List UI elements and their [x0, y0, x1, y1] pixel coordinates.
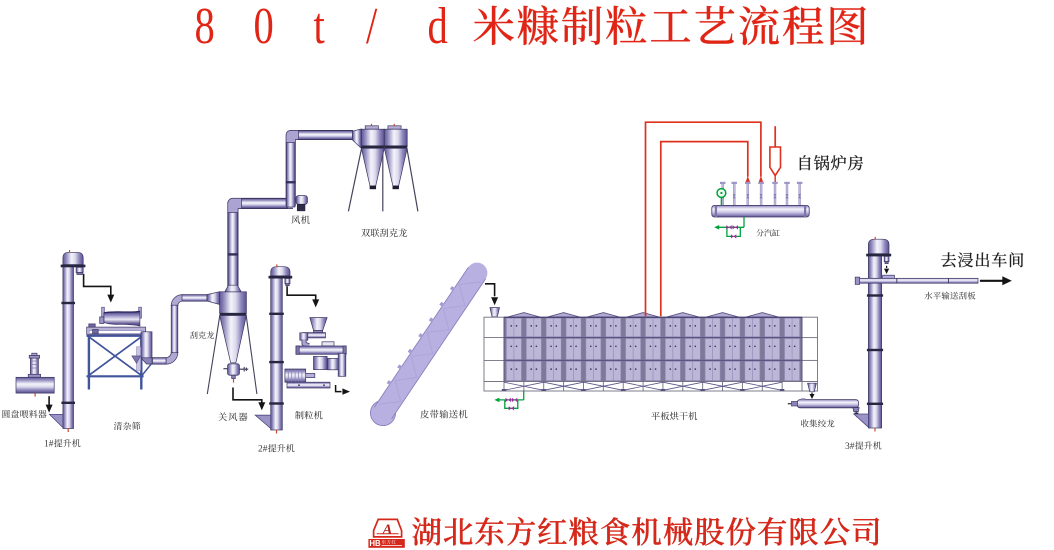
svg-text:3#: 3# — [845, 442, 855, 452]
svg-text:2#: 2# — [258, 445, 268, 455]
svg-text:/: / — [366, 0, 377, 55]
svg-text:0: 0 — [254, 0, 274, 55]
svg-text:t: t — [314, 0, 325, 55]
svg-text:HB: HB — [369, 539, 381, 548]
svg-text:8: 8 — [195, 0, 215, 55]
svg-text:d: d — [428, 0, 448, 55]
svg-text:A: A — [382, 522, 393, 538]
svg-text:1#: 1# — [44, 440, 54, 450]
